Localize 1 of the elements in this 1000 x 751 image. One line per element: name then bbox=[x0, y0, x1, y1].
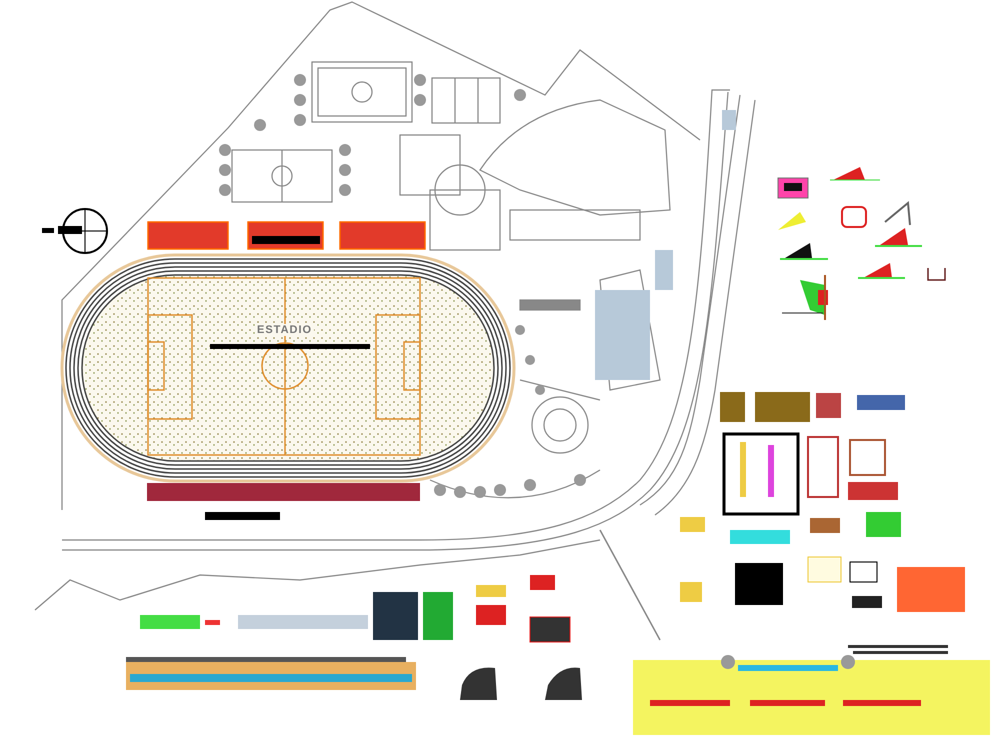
stadium-label: ESTADIO bbox=[255, 324, 314, 336]
